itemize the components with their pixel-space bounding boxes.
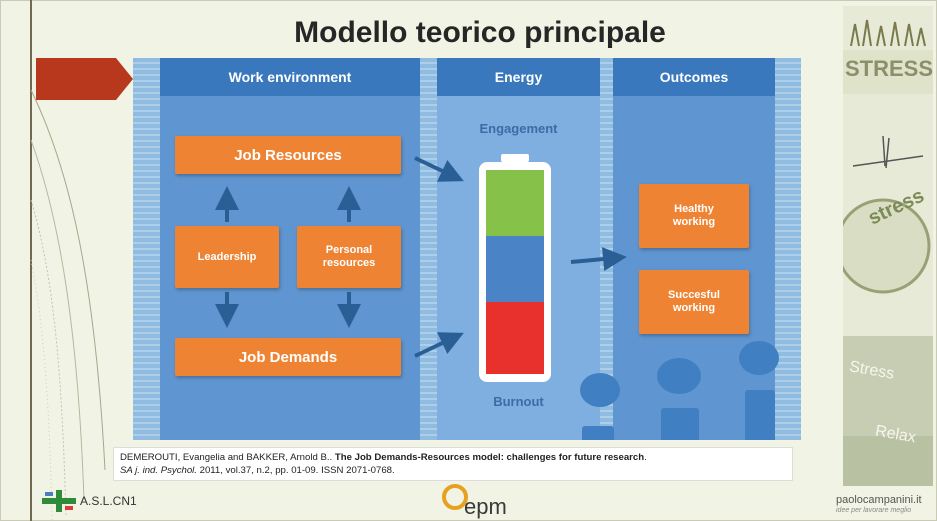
epm-label: epm (464, 494, 507, 519)
box-healthy-working: Healthy working (639, 184, 749, 248)
burnout-label: Burnout (493, 394, 544, 409)
citation-box: DEMEROUTI, Evangelia and BAKKER, Arnold … (113, 447, 793, 481)
box-healthy-working-line1: Healthy (674, 203, 714, 215)
engagement-label: Engagement (479, 121, 558, 136)
diagram-arrows (215, 156, 779, 440)
people-figures-icon (580, 341, 779, 440)
site-label: paolocampanini.it (836, 494, 922, 506)
citation-title: The Job Demands-Resources model: challen… (334, 452, 645, 463)
arrow-resources-to-energy (414, 156, 464, 182)
arrow-energy-to-outcomes (570, 247, 627, 272)
battery-level-blue (486, 236, 544, 302)
box-leadership-label: Leadership (197, 251, 257, 263)
box-job-demands: Job Demands (175, 338, 401, 376)
stress-word-1: STRESS (845, 56, 933, 81)
red-arrow-pointer (36, 58, 133, 100)
asl-cross-icon (42, 490, 76, 512)
asl-logo: A.S.L.CN1 (42, 490, 137, 512)
box-succesful-working-line2: working (672, 302, 716, 314)
epm-logo-icon (442, 484, 468, 510)
box-job-resources: Job Resources (175, 136, 401, 174)
slide-title: Modello teorico principale (294, 16, 666, 49)
header-work-environment: Work environment (160, 58, 420, 96)
arrow-demands-to-energy (414, 332, 464, 358)
citation-journal: SA j. ind. Psychol. (120, 465, 197, 476)
box-leadership: Leadership (175, 226, 279, 288)
stress-collage-icon (843, 6, 933, 486)
energy-battery (479, 154, 551, 382)
asl-label: A.S.L.CN1 (80, 494, 137, 508)
box-succesful-working: Succesful working (639, 270, 749, 334)
site-tagline: idee per lavorare meglio (836, 507, 912, 514)
battery-level-red (486, 302, 544, 374)
header-energy: Energy (437, 58, 600, 96)
box-healthy-working-line2: working (672, 216, 716, 228)
box-personal-resources: Personal resources (297, 226, 401, 288)
stress-image-strip: STRESS stress Stress Relax (843, 6, 933, 486)
citation-details: 2011, vol.37, n.2, pp. 01-09. ISSN 2071-… (196, 465, 395, 476)
box-succesful-working-line1: Succesful (668, 289, 720, 301)
box-job-resources-label: Job Resources (234, 146, 342, 164)
box-personal-resources-line1: Personal (325, 244, 373, 256)
box-job-demands-label: Job Demands (238, 348, 338, 366)
citation-after-title: . (644, 452, 647, 463)
decorative-curves (30, 0, 106, 521)
citation-authors: DEMEROUTI, Evangelia and BAKKER, Arnold … (120, 452, 335, 463)
jdr-diagram: Work environment Energy Outcomes Job Res… (133, 58, 801, 440)
battery-level-green (486, 170, 544, 236)
header-outcomes: Outcomes (613, 58, 775, 96)
box-personal-resources-line2: resources (322, 257, 376, 269)
